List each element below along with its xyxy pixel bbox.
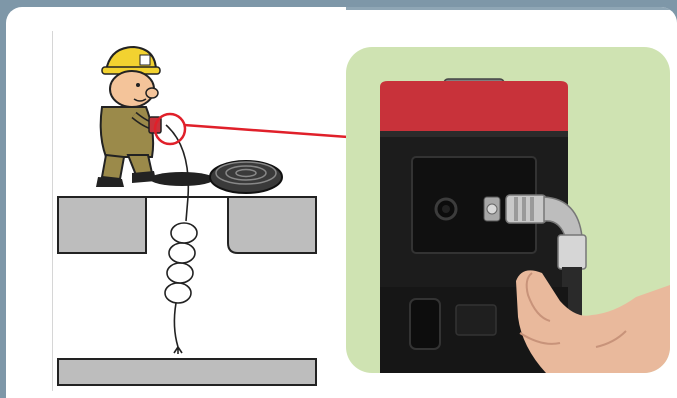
- figure-frame: [6, 7, 677, 398]
- device-photo: [346, 47, 670, 373]
- ground-slab-left: [58, 197, 146, 253]
- ground-slab-right: [228, 197, 316, 253]
- device-latch: [410, 299, 440, 349]
- manhole-opening: [150, 172, 214, 186]
- device-photo-panel: [346, 47, 670, 373]
- connector-line: [184, 125, 348, 137]
- worker-figure: [96, 47, 161, 187]
- hand: [516, 270, 670, 373]
- manhole-cover: [210, 161, 282, 193]
- ground-slab-bottom: [58, 359, 316, 385]
- sampling-hose: [165, 125, 197, 354]
- device-port-right: [484, 197, 500, 221]
- device-red-cap: [380, 81, 568, 133]
